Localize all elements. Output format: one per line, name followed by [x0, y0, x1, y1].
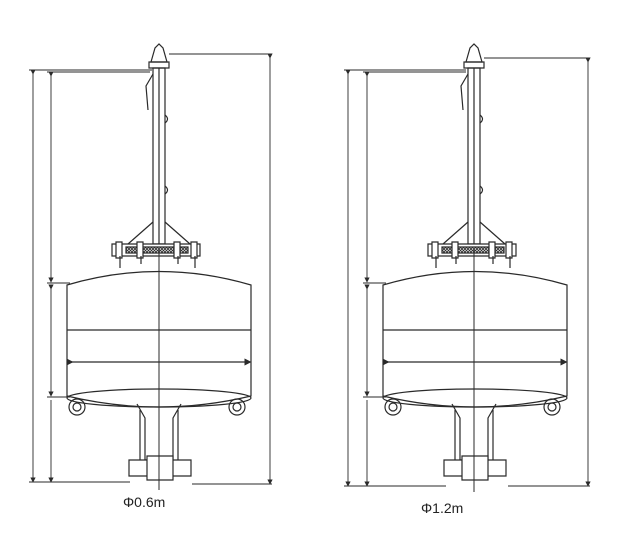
beacon-base [149, 62, 169, 68]
hull-body [383, 272, 567, 408]
mast-lug [480, 186, 483, 194]
beacon-tip [151, 44, 167, 62]
beacon-base [464, 62, 484, 68]
height-dimensions [29, 69, 152, 483]
beacon-tip [466, 44, 482, 62]
mast-lug [480, 115, 483, 123]
buoy-drawing-0.6m [29, 44, 273, 490]
antenna [461, 74, 468, 110]
height-dimensions [344, 69, 466, 487]
buoy-caption-left: Φ0.6m [123, 494, 166, 510]
antenna [146, 74, 153, 110]
buoy-caption-right: Φ1.2m [421, 500, 464, 516]
lifting-ring [69, 399, 85, 415]
flange-band [126, 247, 188, 253]
mast-lug [165, 115, 168, 123]
hull-bottom [383, 389, 567, 407]
lifting-ring [385, 399, 401, 415]
buoy-drawing-1.2m [344, 44, 591, 492]
lifting-ring [544, 399, 560, 415]
lifting-ring [229, 399, 245, 415]
flange-band [442, 247, 504, 253]
mast-lug [165, 186, 168, 194]
